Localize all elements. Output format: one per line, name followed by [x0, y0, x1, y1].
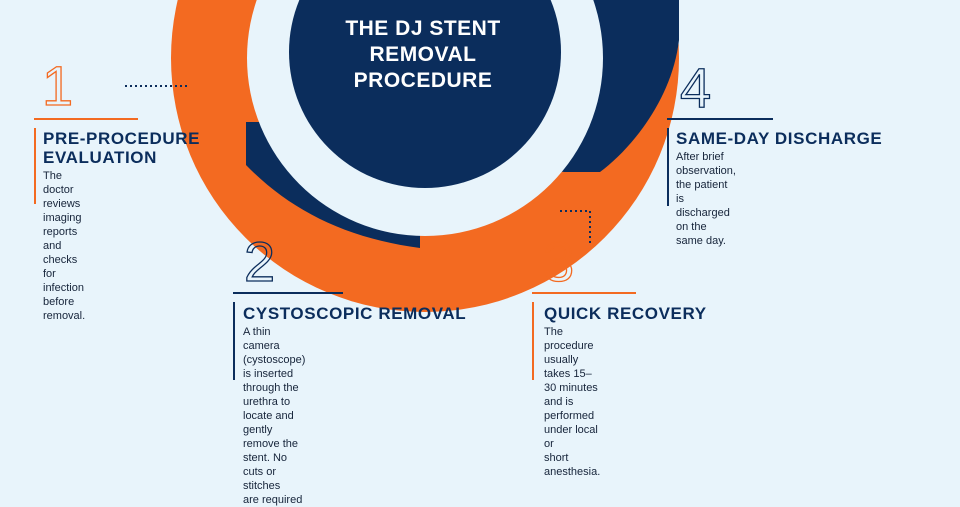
step-1-desc-line-2: reports and checks for infection	[43, 226, 84, 294]
center-title-line-1: THE DJ STENT	[345, 17, 501, 40]
step-2-top-line	[233, 292, 343, 294]
center-disc	[289, 0, 561, 188]
step-4-desc-line-1: After brief observation, the patient is	[676, 151, 736, 205]
connector-lines	[125, 85, 591, 245]
step-1-title-line-1: PRE-PROCEDURE	[43, 129, 201, 148]
step-2-desc-line-2: through the urethra to locate and gently	[243, 382, 299, 436]
center-title-line-2: REMOVAL	[369, 43, 477, 66]
step-1-desc-line-1: The doctor reviews imaging	[43, 170, 82, 224]
center-title-line-3: PROCEDURE	[353, 69, 493, 92]
step-1-title: PRE-PROCEDURE EVALUATION	[43, 129, 200, 167]
step-3-desc-line-3: short anesthesia.	[544, 452, 601, 478]
step-1-side-line	[34, 128, 36, 204]
step-4-top-line	[667, 118, 773, 120]
step-2-desc-line-4: are required	[243, 494, 303, 506]
step-3-top-line	[532, 292, 636, 294]
step-2-desc-line-1: A thin camera (cystoscope) is inserted	[243, 326, 306, 380]
step-3-desc-line-1: The procedure usually takes 15–30 minute…	[544, 326, 598, 394]
step-1-number: 1	[41, 54, 74, 117]
circular-diagram	[171, 0, 679, 312]
step-3-side-line	[532, 302, 534, 380]
step-1-title-line-2: EVALUATION	[43, 148, 157, 167]
step-4-side-line	[667, 128, 669, 206]
step-2-side-line	[233, 302, 235, 380]
step-4-desc-line-2: discharged on the same day.	[676, 207, 730, 247]
step-2-description: A thin camera (cystoscope) is inserted t…	[243, 325, 305, 507]
step-1-desc-line-3: before removal.	[43, 296, 86, 322]
step-1-description: The doctor reviews imaging reports and c…	[43, 169, 85, 323]
step-2-title: CYSTOSCOPIC REMOVAL	[243, 304, 467, 323]
step-1-top-line	[34, 118, 138, 120]
center-title: THE DJ STENT REMOVAL PROCEDURE	[318, 16, 528, 94]
step-3-number: 3	[542, 230, 575, 293]
step-3-description: The procedure usually takes 15–30 minute…	[544, 325, 600, 479]
step-4-number: 4	[679, 56, 712, 119]
step-3-desc-line-2: and is performed under local or	[544, 396, 598, 450]
connector-step-3	[560, 210, 591, 245]
step-2-desc-line-3: remove the stent. No cuts or stitches	[243, 438, 299, 492]
step-4-title: SAME-DAY DISCHARGE	[676, 129, 883, 148]
step-3-title: QUICK RECOVERY	[544, 304, 707, 323]
infographic: THE DJ STENT REMOVAL PROCEDURE 1 PRE-PRO…	[34, 0, 883, 506]
step-4-description: After brief observation, the patient is …	[676, 150, 736, 248]
step-2-number: 2	[243, 230, 276, 293]
